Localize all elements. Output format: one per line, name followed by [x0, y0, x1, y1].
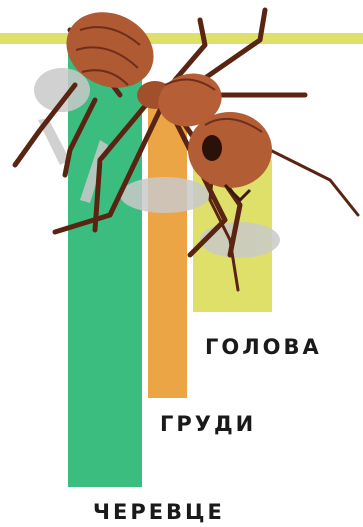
thorax-label: ГРУДИ [160, 412, 256, 436]
head-label: ГОЛОВА [205, 335, 322, 359]
abdomen-label: ЧЕРЕВЦЕ [93, 500, 225, 524]
